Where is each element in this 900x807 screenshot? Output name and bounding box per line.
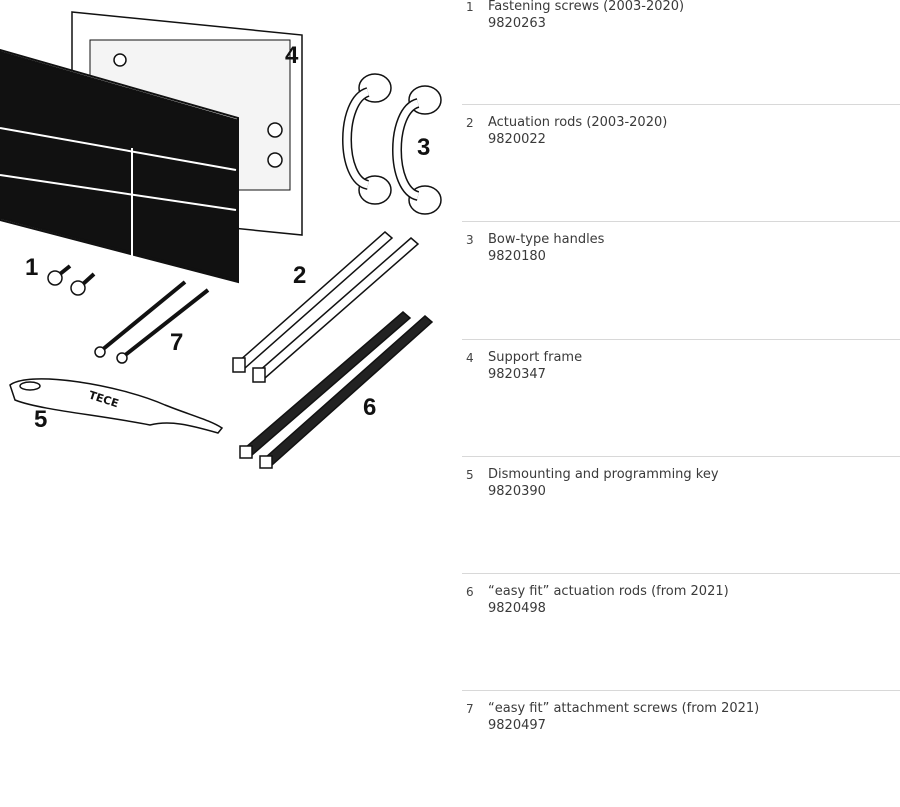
exploded-parts-illustration: TECE 1 2 3 4 5 6 7 [0,11,442,469]
callout-2: 2 [293,262,306,289]
callout-3: 3 [417,134,430,161]
part-title: Actuation rods (2003-2020) [488,115,668,130]
callout-5: 5 [34,406,47,433]
part-code: 9820263 [488,16,546,31]
part-title: Fastening screws (2003-2020) [488,0,685,14]
part-item: 2 Actuation rods (2003-2020) 9820022 [462,104,900,221]
part-number: 3 [466,233,474,247]
part-code: 9820498 [488,601,546,616]
callout-6: 6 [363,394,376,421]
part-number: 7 [466,702,474,716]
actuation-rods-drawing [232,231,420,383]
part-code: 9820390 [488,484,546,499]
part-item: 3 Bow-type handles 9820180 [462,221,900,338]
part-title: Dismounting and programming key [488,467,719,482]
easy-fit-rods-drawing [239,311,434,469]
callout-4: 4 [285,42,299,69]
callout-7: 7 [170,329,183,356]
part-code: 9820347 [488,367,546,382]
part-title: Bow-type handles [488,232,605,247]
part-item: 4 Support frame 9820347 [462,339,900,456]
part-item: 7 “easy fit” attachment screws (from 202… [462,690,900,807]
part-code: 9820022 [488,132,546,147]
part-title: “easy fit” attachment screws (from 2021) [488,701,760,716]
divider [462,221,900,222]
divider [462,104,900,105]
divider [462,573,900,574]
part-code: 9820180 [488,249,546,264]
divider [462,339,900,340]
part-number: 6 [466,585,474,599]
bow-handles-drawing [342,73,442,215]
part-code: 9820497 [488,718,546,733]
part-number: 4 [466,351,474,365]
part-title: “easy fit” actuation rods (from 2021) [488,584,729,599]
part-number: 2 [466,116,474,130]
programming-key-drawing: TECE [9,378,224,434]
attachment-screws-drawing [94,280,210,364]
part-title: Support frame [488,350,583,365]
divider [462,690,900,691]
part-item: 1 Fastening screws (2003-2020) 9820263 [462,0,900,105]
callout-1: 1 [25,254,38,281]
part-item: 5 Dismounting and programming key 982039… [462,456,900,573]
part-number: 1 [466,0,474,14]
fastening-screws-drawing [47,264,96,296]
divider [462,456,900,457]
part-number: 5 [466,468,474,482]
part-item: 6 “easy fit” actuation rods (from 2021) … [462,573,900,690]
flush-plate-drawing [0,48,239,284]
